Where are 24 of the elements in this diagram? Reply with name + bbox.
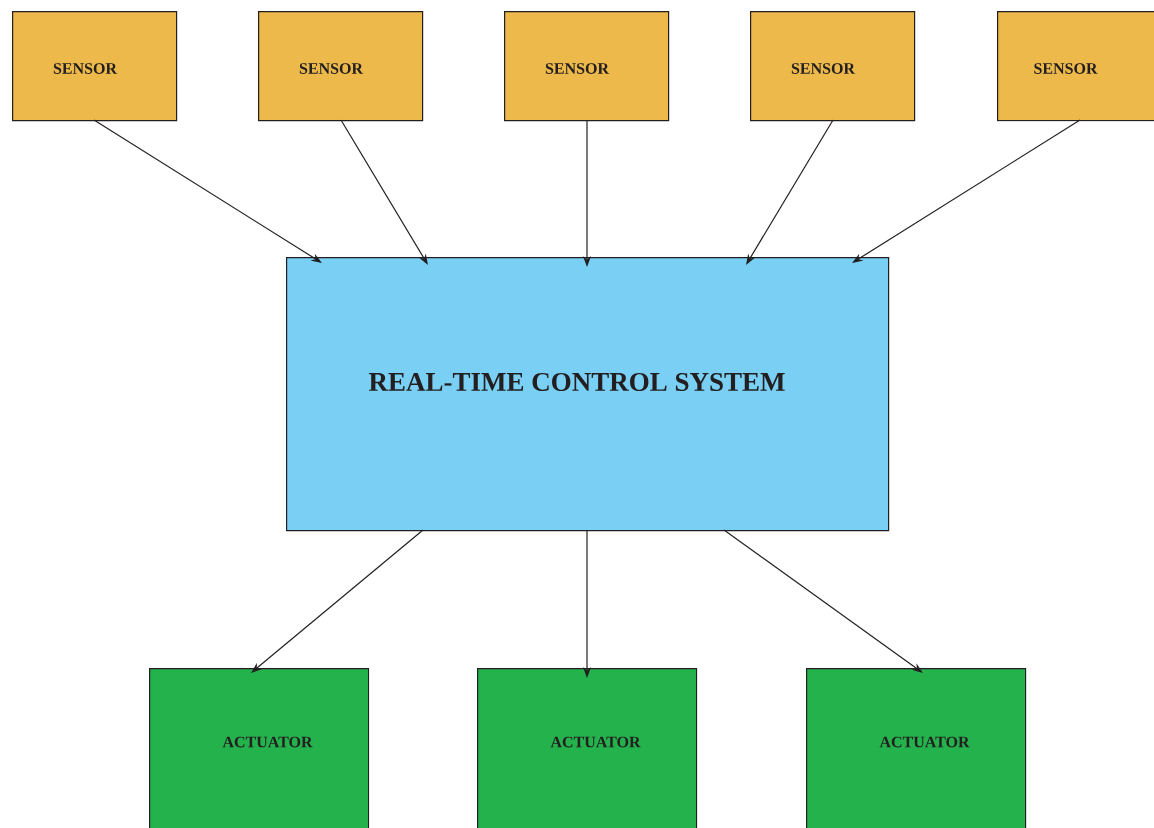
arrow (340, 119, 428, 265)
arrow (93, 119, 322, 263)
box-label: SENSOR (545, 63, 610, 74)
box-label: SENSOR (299, 63, 364, 74)
box-label: ACTUATOR (879, 736, 970, 748)
sensor-box (750, 11, 916, 122)
sensor-box (12, 11, 178, 122)
box-label: ACTUATOR (222, 736, 313, 748)
box-label: REAL-TIME CONTROL SYSTEM (368, 372, 785, 392)
sensor-box (997, 11, 1154, 122)
actuator-box (149, 668, 370, 828)
arrow (852, 119, 1081, 263)
arrow (746, 119, 834, 265)
sensor-box (258, 11, 424, 122)
arrow (723, 529, 923, 673)
sensor-box (504, 11, 670, 122)
box-label: ACTUATOR (550, 736, 641, 748)
actuator-box (806, 668, 1027, 828)
actuator-box (477, 668, 698, 828)
system-box (286, 257, 890, 532)
box-label: SENSOR (53, 63, 118, 74)
box-label: SENSOR (1034, 63, 1098, 74)
arrow (251, 529, 424, 673)
box-label: SENSOR (791, 63, 856, 74)
